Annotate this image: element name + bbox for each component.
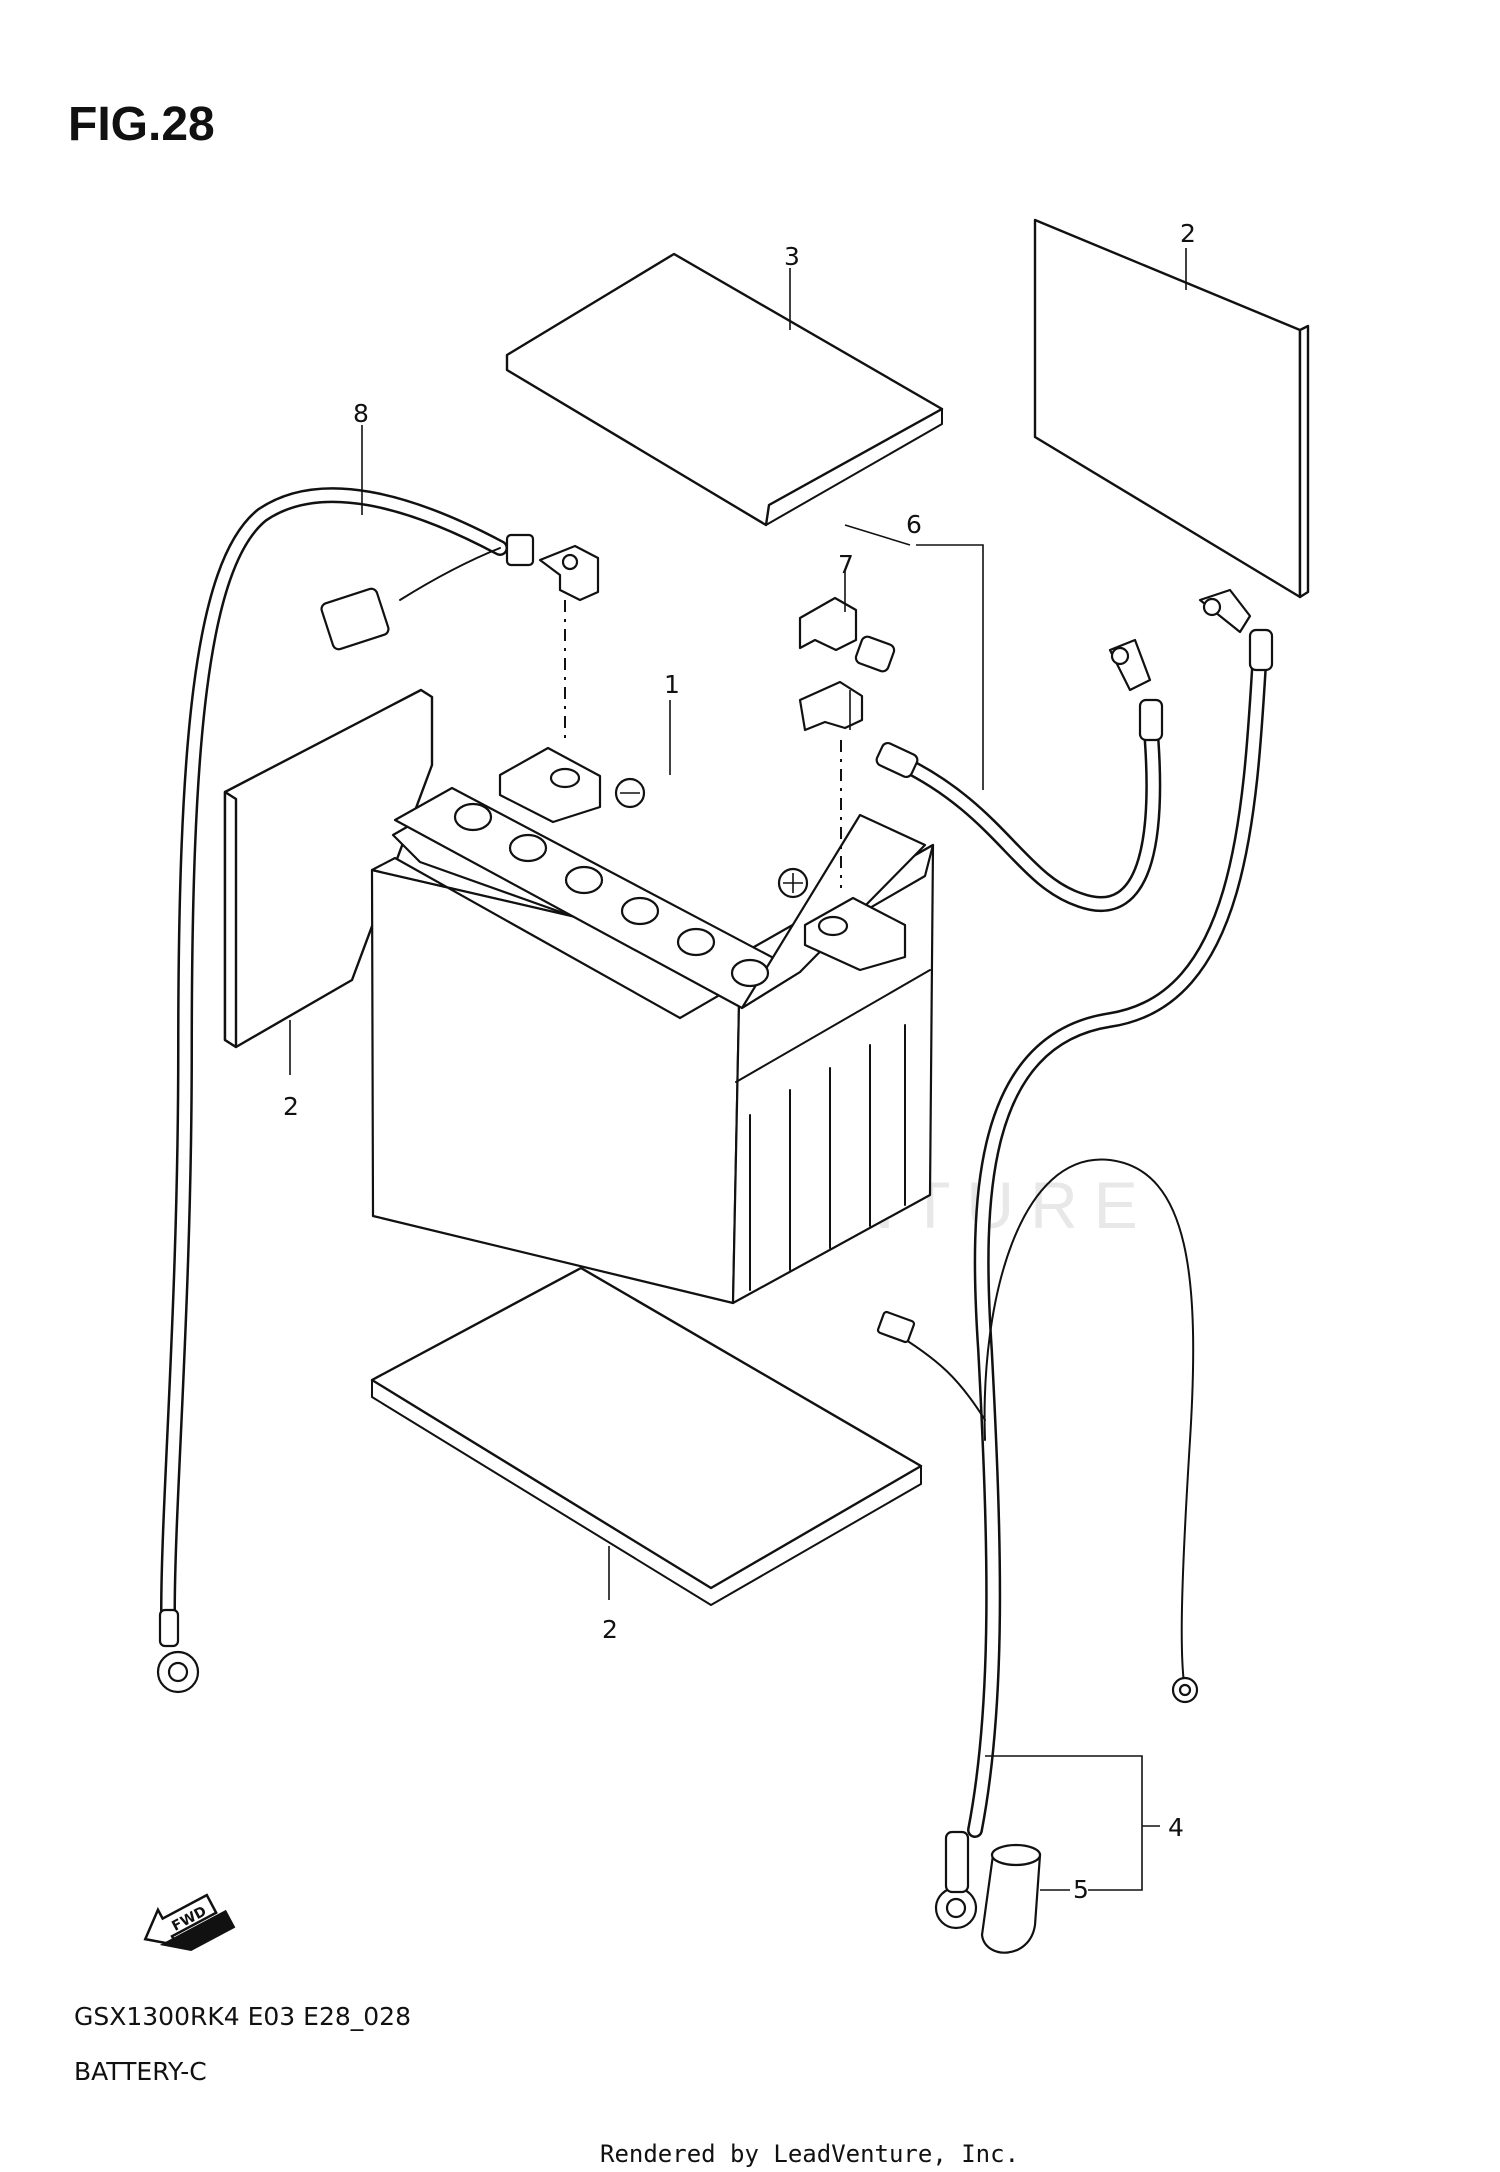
callout-2-left: 2 [283, 1092, 299, 1121]
rendered-by-credit: Rendered by LeadVenture, Inc. [600, 2140, 1019, 2168]
model-code: GSX1300RK4 E03 E28_028 [74, 2002, 411, 2031]
fwd-arrow-icon: FWD [143, 1893, 236, 1951]
callout-2-right: 2 [1180, 219, 1196, 248]
cushion-pad-2-right [1033, 218, 1310, 599]
callout-5: 5 [1073, 1875, 1089, 1904]
terminal-boot-5 [980, 1843, 1042, 1954]
callout-leaders [361, 425, 1160, 1891]
callout-4: 4 [1168, 1813, 1184, 1842]
cushion-pad-2-bottom [370, 1266, 923, 1606]
cushion-pad-3 [505, 252, 944, 527]
callout-2-bottom: 2 [602, 1615, 618, 1644]
callout-8: 8 [353, 399, 369, 428]
callout-6: 6 [906, 510, 922, 539]
callout-1: 1 [664, 670, 680, 699]
cell-caps [453, 802, 770, 988]
cushion-pad-2-left [223, 688, 434, 1075]
negative-cable-8 [156, 487, 600, 1694]
callout-7: 7 [838, 550, 854, 579]
positive-cable-6 [875, 638, 1164, 912]
battery [370, 746, 935, 1305]
starter-cable-4 [876, 588, 1274, 1930]
terminal-bolt-7 [798, 596, 896, 732]
section-name: BATTERY-C [74, 2057, 207, 2086]
callout-3: 3 [784, 242, 800, 271]
figure-title: FIG.28 [68, 98, 215, 151]
